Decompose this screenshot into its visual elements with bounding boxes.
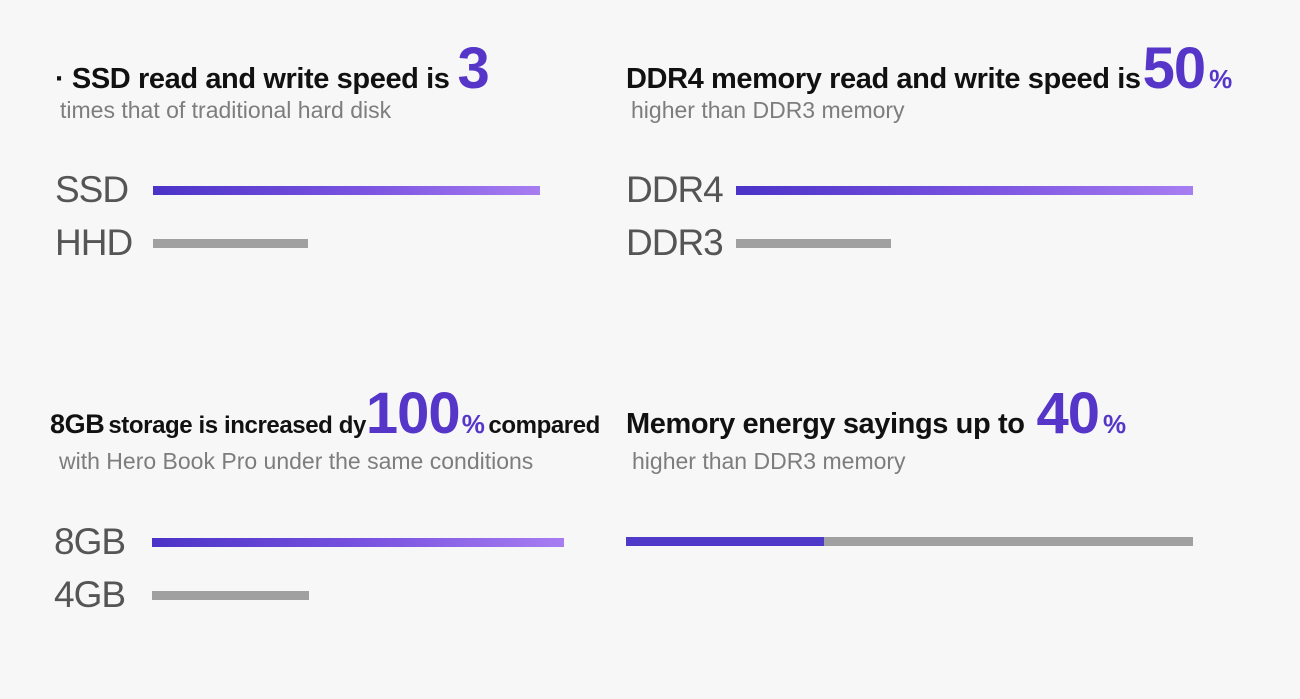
energy-highlight-number: 40 (1036, 381, 1101, 446)
storage-headline-suffix: compared (488, 412, 600, 439)
hhd-bar-row: HHD (55, 218, 540, 268)
energy-headline-text: Memory energy sayings up to (626, 408, 1025, 440)
4gb-bar-row: 4GB (54, 570, 564, 620)
8gb-bar (152, 537, 564, 547)
bar-label: 4GB (54, 574, 126, 615)
bar-track (152, 590, 564, 600)
bar-track (736, 238, 1193, 248)
hhd-bar (153, 238, 308, 248)
ddr4-headline-text: DDR4 memory read and write speed is (626, 63, 1141, 95)
ddr3-bar (736, 238, 892, 248)
storage-percent-sign: % (461, 409, 485, 439)
bar-track (736, 185, 1193, 195)
energy-percent-sign: % (1103, 409, 1126, 439)
ddr4-subtitle: higher than DDR3 memory (631, 97, 905, 123)
ddr3-bar-row: DDR3 (626, 218, 1193, 268)
ddr4-percent-sign: % (1209, 64, 1232, 94)
4gb-bar (152, 590, 309, 600)
bar-label: 8GB (54, 521, 126, 562)
bar-label: DDR4 (626, 169, 724, 210)
storage-highlight-number: 100 (365, 381, 461, 446)
bar-label: DDR3 (626, 222, 724, 263)
bar-track (153, 238, 540, 248)
ddr4-bar-row: DDR4 (626, 165, 1193, 215)
storage-headline: 8GB storage is increased dy 100 % compar… (50, 385, 600, 443)
ssd-bar (153, 185, 540, 195)
ddr4-headline: DDR4 memory read and write speed is 50 % (626, 40, 1232, 98)
energy-combined-bar (626, 537, 1193, 546)
8gb-bar-row: 8GB (54, 517, 564, 567)
ddr4-bar (736, 185, 1193, 195)
bar-label: SSD (55, 169, 129, 210)
energy-bar-fill (626, 537, 825, 546)
storage-headline-strong: 8GB (50, 409, 105, 439)
bar-label: HHD (55, 222, 133, 263)
ssd-bar-row: SSD (55, 165, 540, 215)
ssd-headline-text: · SSD read and write speed is (55, 63, 450, 95)
ssd-subtitle: times that of traditional hard disk (60, 97, 392, 123)
ddr4-highlight-number: 50 (1142, 36, 1207, 101)
energy-subtitle: higher than DDR3 memory (632, 448, 906, 474)
storage-subtitle: with Hero Book Pro under the same condit… (59, 448, 534, 474)
ssd-headline: · SSD read and write speed is 3 (55, 36, 490, 101)
ssd-highlight-number: 3 (457, 36, 490, 101)
bar-track (152, 537, 564, 547)
energy-headline: Memory energy sayings up to 40 % (626, 385, 1126, 443)
bar-track (153, 185, 540, 195)
storage-headline-text: storage is increased dy (108, 412, 366, 439)
